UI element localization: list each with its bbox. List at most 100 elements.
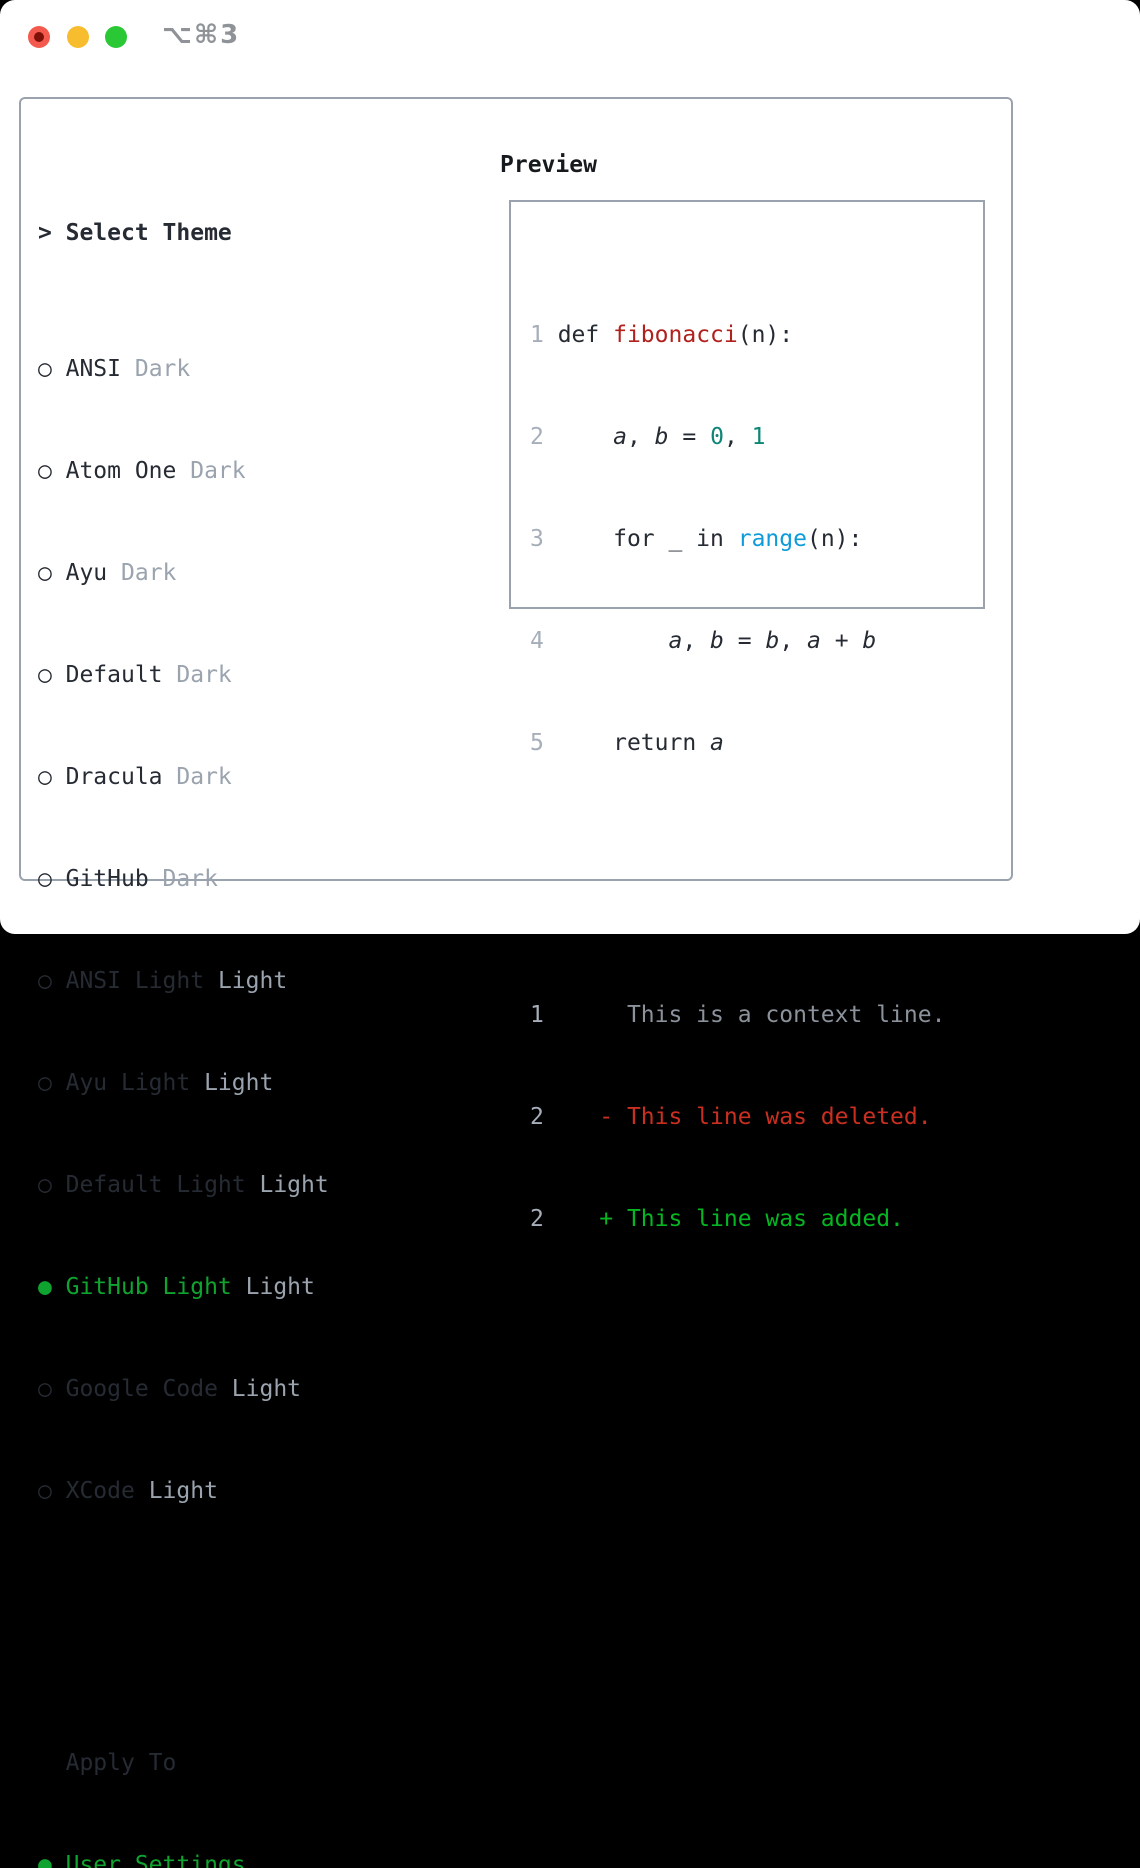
theme-option-ayu-dark[interactable]: ○ Ayu Dark — [38, 556, 426, 590]
radio-unselected-icon: ○ — [38, 764, 52, 790]
select-theme-header-label: Select Theme — [65, 220, 232, 246]
radio-unselected-icon: ○ — [38, 356, 52, 382]
code-line-content: for _ in range(n): — [543, 526, 863, 552]
theme-variant: Dark — [121, 560, 177, 586]
diff-deleted-line: 2 - This line was deleted. — [530, 1100, 983, 1134]
theme-variant: Light — [259, 1172, 329, 1198]
prompt-icon: > — [38, 220, 52, 246]
line-number: 2 — [530, 424, 544, 450]
apply-option-label: User Settings — [65, 1852, 246, 1868]
close-button-icon[interactable] — [28, 26, 50, 48]
theme-variant: Dark — [190, 458, 246, 484]
preview-header: Preview — [500, 152, 597, 178]
theme-option-github-dark[interactable]: ○ GitHub Dark — [38, 862, 426, 896]
spacer — [218, 1376, 232, 1402]
spacer — [163, 662, 177, 688]
minimize-button-icon[interactable] — [67, 26, 89, 48]
code-line-content: def fibonacci(n): — [543, 322, 794, 348]
line-number: 1 — [530, 322, 544, 348]
diff-added-line: 2 + This line was added. — [530, 1202, 983, 1236]
radio-unselected-icon: ○ — [38, 1070, 52, 1096]
apply-option-user-settings[interactable]: ● User Settings — [38, 1848, 426, 1868]
theme-option-default-dark[interactable]: ○ Default Dark — [38, 658, 426, 692]
radio-selected-icon: ● — [38, 1852, 52, 1868]
theme-name: ANSI — [65, 356, 121, 382]
spacer — [190, 1070, 204, 1096]
blank-row — [530, 862, 983, 896]
theme-option-github-light[interactable]: ● GitHub Light Light — [38, 1270, 426, 1304]
theme-option-xcode-light[interactable]: ○ XCode Light — [38, 1474, 426, 1508]
spacer — [232, 1274, 246, 1300]
radio-unselected-icon: ○ — [38, 1376, 52, 1402]
theme-name: Default — [65, 662, 163, 688]
diff-context-line: 1 This is a context line. — [530, 998, 983, 1032]
spacer — [176, 458, 190, 484]
spacer — [204, 968, 218, 994]
theme-variant: Light — [148, 1478, 218, 1504]
spacer — [135, 1478, 149, 1504]
theme-name: Default Light — [65, 1172, 246, 1198]
theme-variant: Light — [217, 968, 288, 994]
line-number: 4 — [530, 628, 544, 654]
theme-name: GitHub — [65, 866, 149, 892]
close-dot-icon — [34, 32, 44, 42]
preview-box: 1 def fibonacci(n): 2 a, b = 0, 1 3 for … — [509, 200, 985, 1232]
radio-unselected-icon: ○ — [38, 560, 52, 586]
theme-option-dracula-dark[interactable]: ○ Dracula Dark — [38, 760, 426, 794]
apply-to-header: Apply To — [38, 1746, 426, 1780]
radio-unselected-icon: ○ — [38, 662, 52, 688]
select-theme-header: > Select Theme — [38, 216, 426, 250]
radio-unselected-icon: ○ — [38, 1172, 52, 1198]
diff-line-content: + This line was added. — [599, 1206, 904, 1232]
theme-name: Atom One — [65, 458, 177, 484]
line-number: 2 — [530, 1104, 544, 1130]
code-line-content: a, b = b, a + b — [668, 628, 877, 654]
theme-option-default-light[interactable]: ○ Default Light Light — [38, 1168, 426, 1202]
line-number: 3 — [530, 526, 544, 552]
radio-unselected-icon: ○ — [38, 968, 52, 994]
theme-name: Ayu — [65, 560, 108, 586]
spacer — [149, 866, 163, 892]
theme-option-atom-one-dark[interactable]: ○ Atom One Dark — [38, 454, 426, 488]
line-number: 5 — [530, 730, 544, 756]
theme-variant: Light — [204, 1070, 274, 1096]
theme-option-ansi-dark[interactable]: ○ ANSI Dark — [38, 352, 426, 386]
spacer — [246, 1172, 260, 1198]
diff-line-content: - This line was deleted. — [599, 1104, 932, 1130]
theme-variant: Dark — [176, 662, 232, 688]
apply-to-header-label: Apply To — [65, 1750, 177, 1776]
radio-unselected-icon: ○ — [38, 458, 52, 484]
theme-variant: Dark — [176, 764, 232, 790]
window-shortcut-label: ⌥⌘3 — [162, 20, 241, 50]
theme-option-ayu-light[interactable]: ○ Ayu Light Light — [38, 1066, 426, 1100]
code-line: 5 return a — [530, 726, 983, 760]
zoom-button-icon[interactable] — [105, 26, 127, 48]
spacer — [121, 356, 135, 382]
theme-name: Ayu Light — [65, 1070, 191, 1096]
theme-list: >Select Theme ○ANSI Dark ○Atom One Dark … — [38, 148, 426, 1868]
theme-name: Dracula — [65, 764, 163, 790]
theme-variant: Light — [245, 1274, 315, 1300]
radio-unselected-icon: ○ — [38, 866, 52, 892]
code-line: 1 def fibonacci(n): — [530, 318, 983, 352]
theme-variant: Light — [231, 1376, 302, 1402]
theme-name: XCode — [65, 1478, 135, 1504]
radio-unselected-icon: ○ — [38, 1478, 52, 1504]
diff-line-content: This is a context line. — [543, 1002, 946, 1028]
code-line: 3 for _ in range(n): — [530, 522, 983, 556]
theme-option-google-code-light[interactable]: ○ Google Code Light — [38, 1372, 426, 1406]
blank-row — [38, 1610, 426, 1644]
code-line-content: return a — [543, 730, 724, 756]
theme-name: Google Code — [65, 1376, 218, 1402]
line-number: 2 — [530, 1206, 544, 1232]
theme-name: GitHub Light — [65, 1274, 232, 1300]
radio-selected-icon: ● — [38, 1274, 52, 1300]
theme-variant: Dark — [162, 866, 218, 892]
code-line-content: a, b = 0, 1 — [613, 424, 766, 450]
theme-variant: Dark — [134, 356, 191, 382]
spacer — [163, 764, 177, 790]
line-number: 1 — [530, 1002, 544, 1028]
theme-name: ANSI Light — [65, 968, 205, 994]
theme-option-ansi-light[interactable]: ○ ANSI Light Light — [38, 964, 426, 998]
